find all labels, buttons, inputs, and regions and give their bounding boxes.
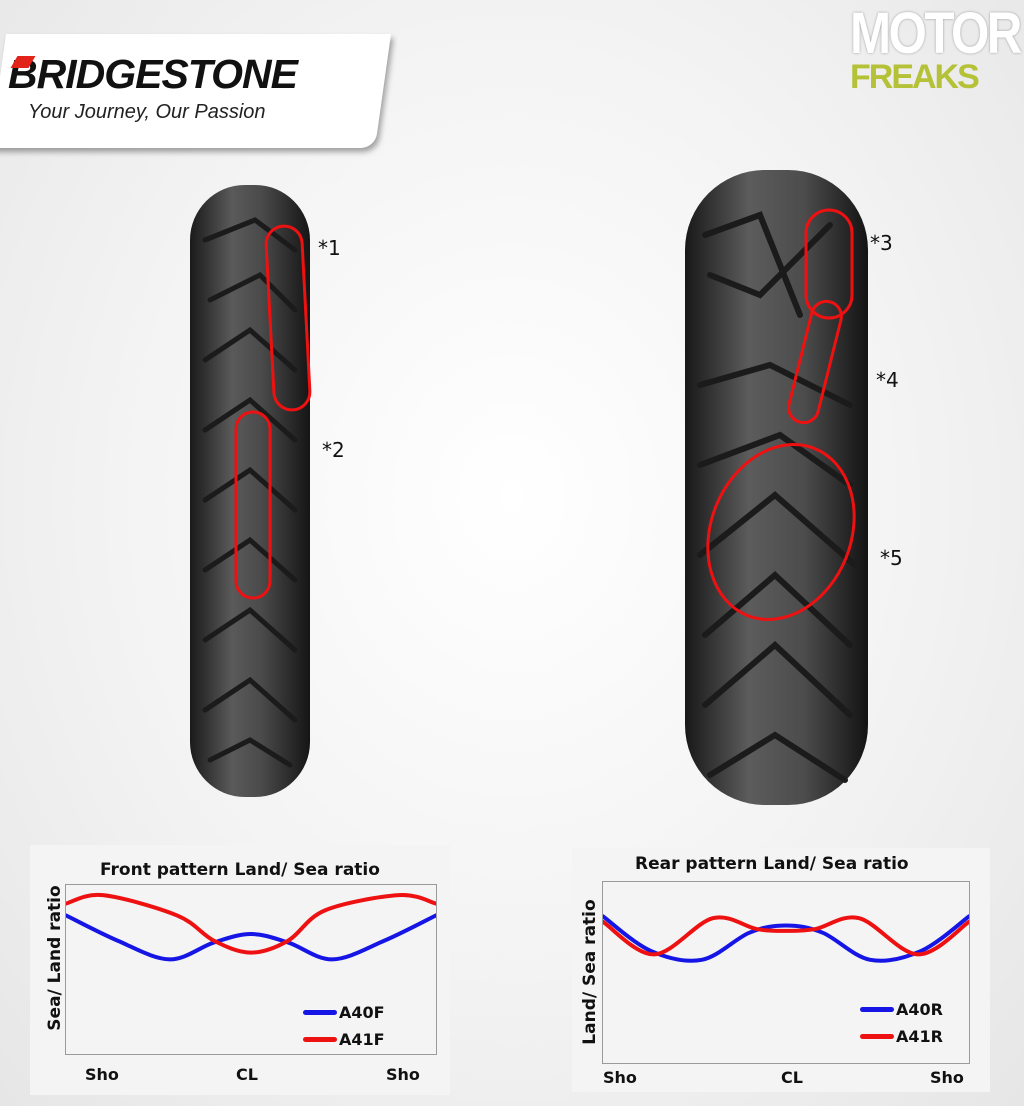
series-line-a40f xyxy=(66,913,436,962)
legend-label: A40R xyxy=(896,1000,943,1019)
watermark-line2: FREAKS xyxy=(850,58,980,96)
callout-label-4: *4 xyxy=(876,368,899,392)
callout-label-1: *1 xyxy=(318,236,341,260)
callout-outline-3 xyxy=(804,208,854,320)
callout-outline-1 xyxy=(264,224,312,412)
rear-legend-a41r: A41R xyxy=(860,1027,943,1046)
front-tire-image xyxy=(190,185,310,797)
front-legend-a40f: A40F xyxy=(303,1003,385,1022)
rear-chart-ylabel: Land/ Sea ratio xyxy=(580,899,600,1045)
rear-chart-title: Rear pattern Land/ Sea ratio xyxy=(635,854,909,874)
callout-label-5: *5 xyxy=(880,546,903,570)
front-chart-plot xyxy=(65,884,437,1055)
legend-swatch xyxy=(303,1010,337,1015)
front-chart-lines xyxy=(66,892,436,962)
legend-label: A41R xyxy=(896,1027,943,1046)
motorfreaks-watermark: MOTOR FREAKS xyxy=(850,1,1024,96)
rear-xtick-0: Sho xyxy=(603,1068,637,1087)
rear-xtick-1: CL xyxy=(781,1068,803,1087)
series-line-a41f xyxy=(66,892,436,955)
front-legend-a41f: A41F xyxy=(303,1030,385,1049)
series-line-a41r xyxy=(603,915,969,957)
callout-label-2: *2 xyxy=(322,438,345,462)
brand-tagline: Your Journey, Our Passion xyxy=(28,101,266,123)
front-chart-ylabel: Sea/ Land ratio xyxy=(45,885,65,1031)
legend-swatch xyxy=(860,1007,894,1012)
rear-legend-a40r: A40R xyxy=(860,1000,943,1019)
watermark-line1: MOTOR xyxy=(850,1,1022,66)
rear-tire-image xyxy=(685,170,868,805)
front-chart-title: Front pattern Land/ Sea ratio xyxy=(100,860,380,880)
legend-swatch xyxy=(303,1037,337,1042)
front-xtick-2: Sho xyxy=(386,1065,420,1084)
legend-label: A40F xyxy=(339,1003,385,1022)
rear-chart-plot xyxy=(602,881,970,1064)
callout-label-3: *3 xyxy=(870,231,893,255)
callout-outline-4 xyxy=(787,299,843,425)
front-xtick-1: CL xyxy=(236,1065,258,1084)
front-xtick-0: Sho xyxy=(85,1065,119,1084)
callout-outline-5 xyxy=(706,443,856,621)
callout-outline-2 xyxy=(234,410,272,600)
legend-swatch xyxy=(860,1034,894,1039)
legend-label: A41F xyxy=(339,1030,385,1049)
brand-logo: BRIDGESTONE xyxy=(8,51,298,97)
rear-xtick-2: Sho xyxy=(930,1068,964,1087)
series-line-a40r xyxy=(603,914,969,963)
rear-chart-lines xyxy=(603,914,969,963)
